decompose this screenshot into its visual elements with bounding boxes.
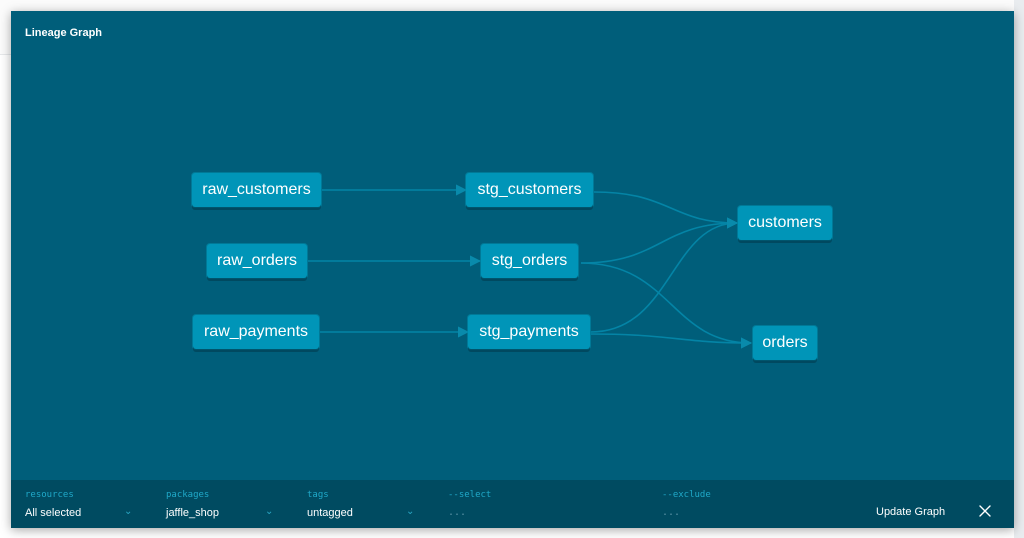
edge-stg_orders-customers: [580, 217, 739, 264]
graph-filter-bar: resources All selected ⌄ packages jaffle…: [11, 480, 1014, 528]
node-orders[interactable]: orders: [753, 326, 817, 360]
exclude-input[interactable]: ...: [662, 507, 681, 518]
filter-select-label: --select: [448, 490, 492, 500]
chevron-down-icon[interactable]: ⌄: [265, 506, 274, 517]
update-graph-button[interactable]: Update Graph: [876, 506, 946, 518]
chevron-down-icon[interactable]: ⌄: [124, 506, 133, 517]
node-raw_payments[interactable]: raw_payments: [193, 315, 319, 349]
node-raw_customers[interactable]: raw_customers: [192, 173, 321, 207]
filter-packages-label: packages: [166, 490, 210, 500]
filter-resources-label: resources: [25, 490, 74, 500]
lineage-graph-modal: Lineage Graph raw_customers raw_orders r…: [11, 11, 1014, 528]
filter-exclude[interactable]: --exclude ...: [662, 480, 862, 528]
modal-title: Lineage Graph: [25, 27, 103, 39]
select-input[interactable]: ...: [448, 507, 467, 518]
filter-tags[interactable]: tags untagged ⌄: [307, 480, 417, 528]
filter-resources-value[interactable]: All selected: [25, 507, 82, 519]
edge-stg_payments-customers: [590, 217, 739, 333]
filter-exclude-label: --exclude: [662, 490, 711, 500]
node-stg_payments[interactable]: stg_payments: [468, 315, 590, 349]
close-icon[interactable]: [978, 504, 992, 518]
filter-tags-value[interactable]: untagged: [307, 507, 353, 519]
filter-packages[interactable]: packages jaffle_shop ⌄: [166, 480, 276, 528]
node-stg_orders[interactable]: stg_orders: [481, 244, 578, 278]
edge-stg_payments-orders: [590, 333, 753, 349]
edge-stg_orders-orders: [580, 262, 753, 349]
node-raw_orders[interactable]: raw_orders: [207, 244, 307, 278]
filter-select[interactable]: --select ...: [448, 480, 648, 528]
filter-tags-label: tags: [307, 490, 329, 500]
background-scroll-edge: [1014, 0, 1024, 538]
chevron-down-icon[interactable]: ⌄: [406, 506, 415, 517]
node-customers[interactable]: customers: [738, 206, 832, 240]
node-stg_customers[interactable]: stg_customers: [466, 173, 593, 207]
filter-packages-value[interactable]: jaffle_shop: [166, 507, 220, 519]
edge-stg_customers-customers: [593, 191, 739, 229]
filter-resources[interactable]: resources All selected ⌄: [25, 480, 135, 528]
graph-edges: [308, 184, 753, 349]
